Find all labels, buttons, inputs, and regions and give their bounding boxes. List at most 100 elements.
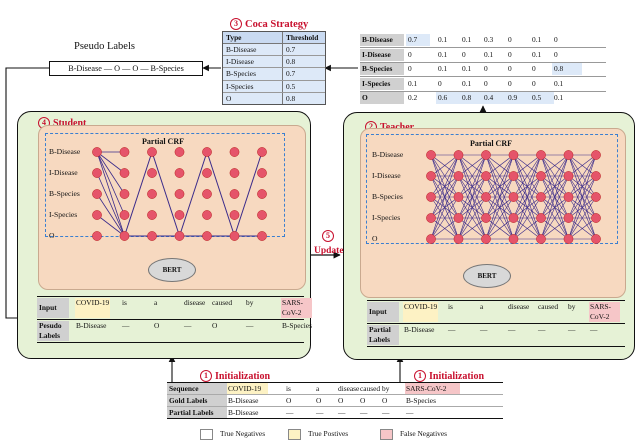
update-label: 5 Update	[314, 226, 344, 256]
crf-transition	[430, 175, 459, 240]
crf-tag-label: O	[49, 231, 55, 240]
crf-transition	[206, 151, 235, 237]
legend-label: True Negatives	[220, 429, 266, 438]
crf-transition	[96, 172, 125, 237]
crf-node	[92, 189, 102, 199]
io-label-value: —	[184, 321, 192, 330]
crf-transition	[458, 217, 487, 240]
crf-transition	[568, 196, 597, 240]
crf-node	[426, 234, 436, 244]
gold-value: O	[286, 396, 292, 405]
crf-node	[453, 234, 464, 244]
crf-node	[481, 150, 491, 160]
prob-value: 0	[462, 50, 466, 59]
crf-transition	[485, 154, 514, 240]
crf-node	[481, 213, 491, 223]
crf-node	[119, 189, 130, 199]
crf-node	[257, 210, 267, 220]
crf-tag-label: I-Species	[49, 210, 78, 219]
prob-value: 0.1	[462, 35, 472, 44]
gold-value: by	[382, 384, 390, 393]
step-number: 1	[414, 370, 426, 382]
gold-value: O	[382, 396, 388, 405]
io-token: COVID-19	[75, 298, 110, 318]
gold-row-header: Sequence	[167, 383, 227, 394]
crf-transition	[540, 217, 569, 240]
prob-value: 0	[484, 64, 488, 73]
coca-type: I-Disease	[223, 56, 283, 68]
crf-transition	[430, 154, 459, 240]
step-number: 3	[230, 18, 242, 30]
io-token: a	[154, 298, 158, 307]
crf-node	[174, 168, 185, 178]
crf-node	[508, 192, 519, 202]
crf-node	[426, 171, 436, 181]
crf-node	[536, 171, 546, 181]
prob-value: 0	[438, 79, 442, 88]
prob-value: 0.5	[530, 92, 554, 104]
crf-node	[202, 147, 212, 157]
gold-value: a	[316, 384, 320, 393]
crf-node	[536, 234, 546, 244]
crf-transition	[568, 154, 597, 177]
prob-value: 0	[554, 50, 558, 59]
gold-value: —	[360, 408, 368, 417]
crf-tag-label: I-Species	[372, 213, 401, 222]
crf-transition	[96, 151, 125, 237]
crf-node	[257, 231, 267, 241]
crf-transition	[430, 217, 459, 240]
crf-node	[174, 147, 185, 157]
teacher-crf-title: Partial CRF	[470, 139, 512, 148]
prob-value: 0.1	[462, 64, 472, 73]
crf-transition	[568, 154, 597, 219]
gold-value: O	[338, 396, 344, 405]
gold-value: O	[360, 396, 366, 405]
io-input-header: Input	[37, 298, 69, 318]
io-token: by	[568, 302, 576, 311]
crf-node	[508, 171, 519, 181]
crf-transition	[151, 151, 180, 237]
coca-threshold: 0.8	[286, 93, 296, 103]
gold-row-rule	[167, 394, 503, 395]
crf-transition	[458, 154, 487, 240]
prob-value: 0.1	[438, 35, 448, 44]
io-label-value: —	[508, 325, 516, 334]
gold-value: B-Disease	[228, 408, 259, 417]
crf-node	[481, 171, 491, 181]
io-table-mid-rule	[37, 319, 304, 320]
io-label-value: —	[568, 325, 576, 334]
crf-tag-label: O	[372, 234, 378, 243]
crf-transition	[540, 154, 569, 240]
prob-value: 0	[408, 64, 412, 73]
crf-transition	[96, 151, 125, 195]
crf-transition	[513, 175, 542, 240]
prob-value: 0	[508, 64, 512, 73]
crf-node	[119, 168, 130, 178]
prob-row-divider	[360, 91, 606, 92]
crf-node	[591, 171, 601, 181]
gold-row-header: Partial Labels	[167, 407, 227, 418]
prob-row-divider	[360, 76, 606, 77]
io-token: is	[122, 298, 127, 307]
crf-transition	[540, 154, 569, 219]
prob-row-label: I-Disease	[360, 49, 404, 61]
io-token: caused	[538, 302, 559, 311]
crf-transition	[179, 151, 208, 237]
io-partial-header: Partial Labels	[367, 325, 399, 345]
crf-node	[508, 150, 519, 160]
prob-value: 0	[508, 50, 512, 59]
prob-value: 0.1	[532, 35, 542, 44]
teacher-bert: BERT	[463, 264, 511, 288]
io-token: disease	[184, 298, 206, 307]
prob-value: 0	[532, 79, 536, 88]
io-table-bottom-rule	[37, 342, 304, 343]
crf-tag-label: B-Species	[49, 189, 80, 198]
crf-node	[591, 192, 601, 202]
crf-node	[202, 210, 212, 220]
